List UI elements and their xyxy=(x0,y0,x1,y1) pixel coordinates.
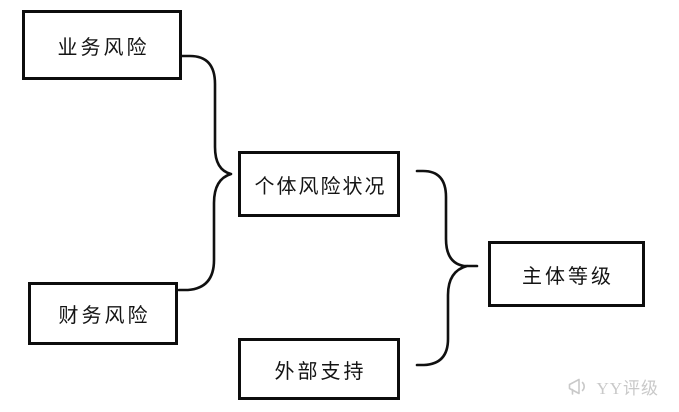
watermark: YY评级 xyxy=(566,374,659,399)
node-business-risk: 业务风险 xyxy=(22,10,182,80)
node-label: 外部支持 xyxy=(274,360,367,383)
watermark-label: YY评级 xyxy=(596,379,659,398)
node-label: 主体等级 xyxy=(522,265,614,288)
left-brace-connector xyxy=(177,54,233,292)
node-label: 财务风险 xyxy=(58,305,151,327)
right-brace-connector xyxy=(415,169,479,367)
node-issuer-rating: 主体等级 xyxy=(488,241,645,307)
node-label: 业务风险 xyxy=(57,36,150,59)
node-individual-risk-profile: 个体风险状况 xyxy=(238,151,400,217)
megaphone-icon xyxy=(566,376,590,398)
node-external-support: 外部支持 xyxy=(238,338,400,400)
node-financial-risk: 财务风险 xyxy=(28,282,178,345)
node-label: 个体风险状况 xyxy=(254,175,387,198)
